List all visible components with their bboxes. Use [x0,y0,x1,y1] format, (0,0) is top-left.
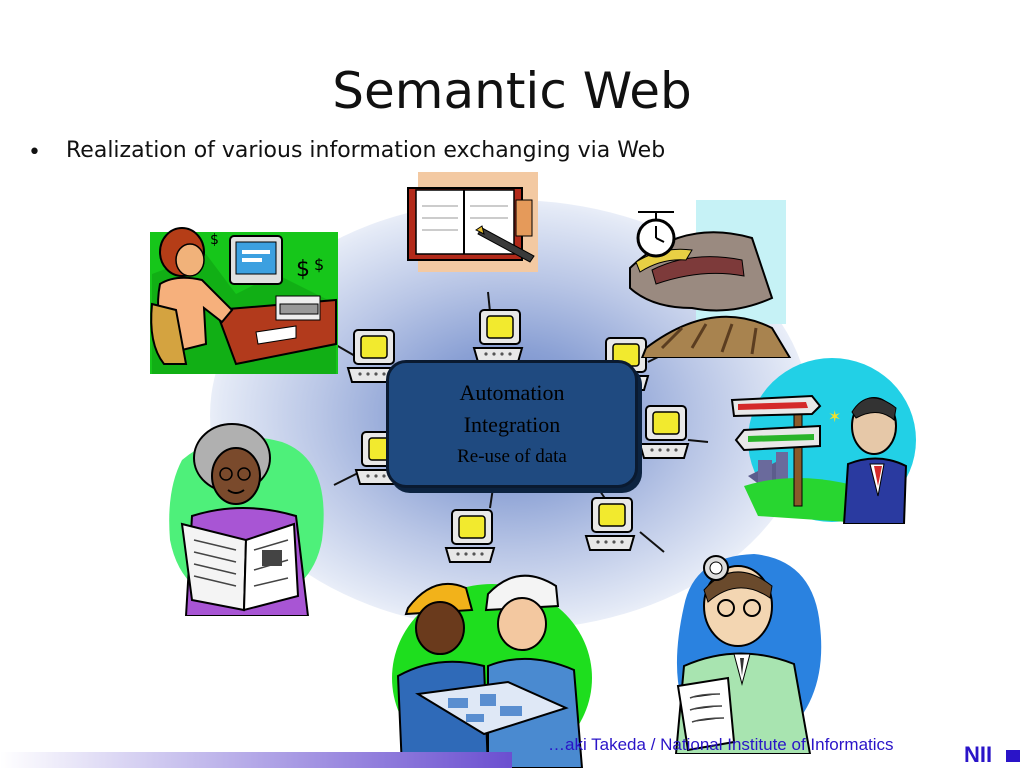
logo-mark [1006,750,1020,762]
bullet-text: Realization of various information excha… [66,138,666,163]
planner-pen-clipart [407,172,538,272]
computer-terminal-icon [638,405,690,459]
computer-terminal-icon [444,509,496,563]
computer-terminal-icon [584,497,636,551]
doctor-clipart [674,554,822,754]
computer-terminal-icon [472,309,524,363]
svg-text:$: $ [296,257,310,282]
nii-logo: NII [964,742,993,767]
svg-text:$: $ [314,255,324,274]
footer-bar [0,752,512,768]
bullet-marker: • [28,140,41,165]
train-clock-clipart [629,200,792,358]
svg-text:$: $ [210,232,219,248]
footer-credit: …aki Takeda / National Institute of Info… [548,735,894,754]
computer-terminal-icon [346,329,398,383]
hub-box: Automation Integration Re-use of data [386,360,638,488]
svg-text:✶: ✶ [828,407,841,426]
slide-title: Semantic Web [332,62,692,120]
office-worker-clipart: $ $ $ [150,227,338,374]
hub-line-integration: Integration [463,412,561,437]
hub-line-automation: Automation [459,380,565,405]
construction-workers-clipart [392,574,592,768]
reading-woman-clipart [169,423,324,616]
hub-line-reuse: Re-use of data [457,446,567,467]
signpost-man-clipart: ✶ [730,358,916,524]
